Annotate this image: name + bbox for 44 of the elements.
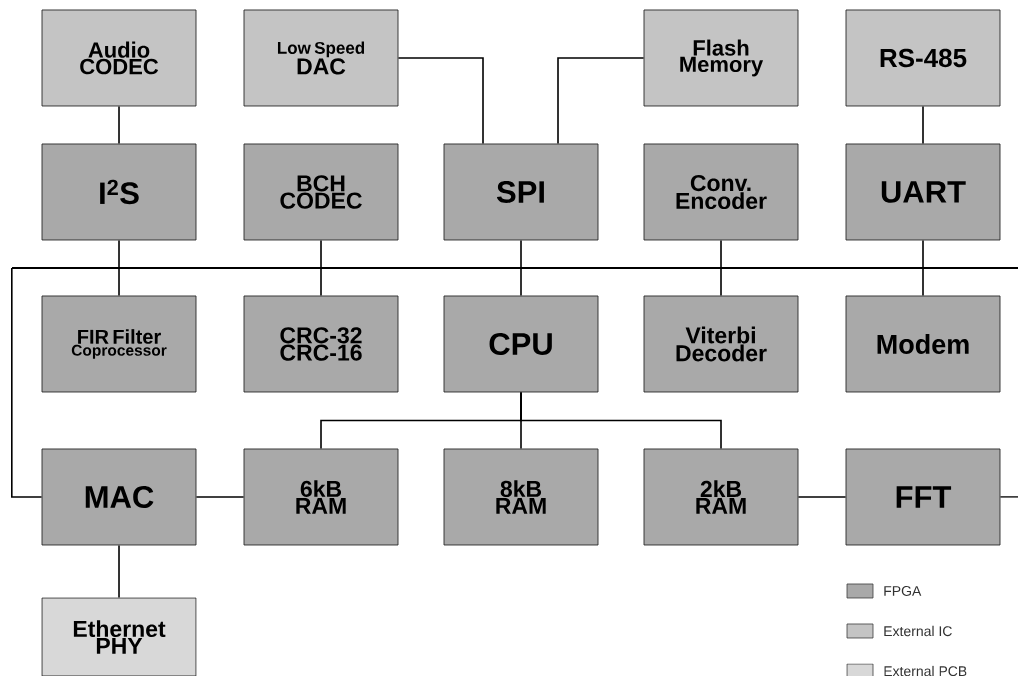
connector-line xyxy=(320,267,322,297)
component-box: Viterbi Decoder xyxy=(643,295,799,393)
connector-line xyxy=(320,239,322,269)
component-box: CRC-32 CRC-16 xyxy=(243,295,399,393)
connector-line xyxy=(520,267,522,297)
connector-line xyxy=(720,267,722,297)
connector-line xyxy=(922,105,924,145)
connector-line xyxy=(397,57,484,145)
connector-line xyxy=(11,267,43,498)
component-box: Ethernet PHY xyxy=(41,597,197,676)
legend-label: External PCB xyxy=(884,665,967,676)
connector-line xyxy=(520,391,722,450)
connector-line xyxy=(118,239,120,269)
component-box: Flash Memory xyxy=(643,9,799,107)
component-box: BCH CODEC xyxy=(243,143,399,241)
legend-label: FPGA xyxy=(884,586,922,596)
component-box: CPU xyxy=(443,295,599,393)
connector-line xyxy=(922,239,924,269)
connector-line xyxy=(520,239,522,269)
connector-line xyxy=(118,544,120,599)
connector-line xyxy=(797,496,847,498)
connector-line xyxy=(720,239,722,269)
component-box: UART xyxy=(845,143,1001,241)
component-box: FIR Filter Coprocessor xyxy=(41,295,197,393)
component-box: MAC xyxy=(41,448,197,546)
component-box: FFT xyxy=(845,448,1001,546)
legend-label: External IC xyxy=(884,625,952,637)
component-box: Low Speed DAC xyxy=(243,9,399,107)
component-box: Modem xyxy=(845,295,1001,393)
connector-line xyxy=(922,267,924,297)
component-box: RS-485 xyxy=(845,9,1001,107)
connector-line xyxy=(999,496,1018,498)
component-box: 2kB RAM xyxy=(643,448,799,546)
connector-line xyxy=(118,105,120,145)
connector-line xyxy=(195,496,245,498)
component-box: I$^{2}$S xyxy=(41,143,197,241)
component-box: 8kB RAM xyxy=(443,448,599,546)
component-box: Audio CODEC xyxy=(41,9,197,107)
component-box: 6kB RAM xyxy=(243,448,399,546)
bus-line xyxy=(12,267,1018,269)
connector-line xyxy=(118,267,120,297)
component-box: SPI xyxy=(443,143,599,241)
component-box: Conv. Encoder xyxy=(643,143,799,241)
connector-line xyxy=(557,57,645,145)
